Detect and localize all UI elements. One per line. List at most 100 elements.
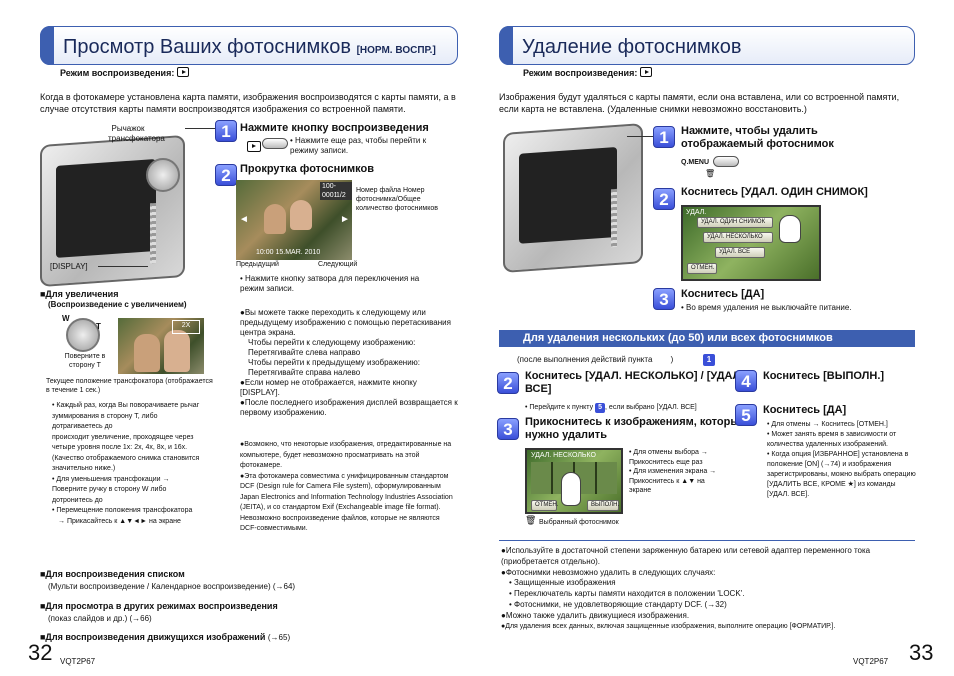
- step-3-note: • Во время удаления не выключайте питани…: [681, 303, 852, 312]
- bottom-note: • Защищенные изображения: [509, 578, 616, 588]
- ms5-note: • Когда опция [ИЗБРАННОЕ] установлена в …: [767, 451, 916, 498]
- menu-delete-multi[interactable]: УДАЛ. НЕСКОЛЬКО: [703, 232, 773, 243]
- left-page-title: Просмотр Ваших фотоснимков [НОРМ. ВОСПР.…: [63, 36, 436, 59]
- zoom-heading: ■Для увеличения: [40, 289, 119, 299]
- bottom-note: ●Для удаления всех данных, включая защищ…: [501, 622, 836, 630]
- playback-button-icon[interactable]: [247, 141, 261, 152]
- turn-label: Поверните в сторону T: [64, 353, 106, 369]
- left-page: Просмотр Ваших фотоснимков [НОРМ. ВОСПР.…: [28, 25, 458, 666]
- other-text: (показ слайдов и др.) (→66): [48, 614, 152, 623]
- mode-label: Режим воспроизведения:: [60, 68, 175, 78]
- step-link-line: [185, 128, 215, 129]
- zoom-mark-w: W: [62, 314, 70, 323]
- step-ref-badge: 1: [703, 354, 715, 366]
- bottom-note: ●Можно также удалить движущиеся изображе…: [501, 610, 690, 620]
- hand-pointer-icon: [779, 215, 801, 243]
- camera-illustration: [503, 123, 643, 273]
- next-label: Следующий: [318, 261, 358, 268]
- prev-label: Предыдущий: [236, 261, 279, 268]
- playback-button[interactable]: [262, 138, 288, 149]
- photo-date: 10:00 15.MAR. 2010: [256, 249, 321, 256]
- selected-trash-icon: 🗑: [525, 515, 537, 525]
- hand-pointer-icon: [561, 472, 581, 506]
- ms5-note: • Для отмены → Коснитесь [ОТМЕН.]: [767, 421, 888, 428]
- right-mode-line: Режим воспроизведения:: [523, 67, 653, 78]
- step-1-note: • Нажмите еще раз, чтобы перейти к режим…: [290, 136, 427, 155]
- ms3-cancel[interactable]: ОТМЕН.: [531, 500, 558, 511]
- step-1-badge: 1: [215, 120, 237, 142]
- scroll-note: ●После последнего изображения дисплей во…: [240, 398, 458, 417]
- ms2-ref-badge: 5: [595, 403, 606, 413]
- step-2-title: Прокрутка фотоснимков: [240, 163, 374, 175]
- zoom-note: • Каждый раз, когда Вы поворачиваете рыч…: [52, 402, 200, 430]
- compat-note: ●Возможно, что некоторые изображения, от…: [240, 441, 452, 469]
- camera-screen: [519, 146, 617, 244]
- movie-ref: (→65): [267, 633, 291, 642]
- header-tab: [498, 25, 513, 65]
- model-code: VQT2P67: [60, 657, 96, 666]
- prev-arrow-icon[interactable]: ◄: [239, 214, 249, 225]
- multi-delete-bar: Для удаления нескольких (до 50) или всех…: [499, 330, 915, 347]
- ms3-note: • Для изменения экрана → Прикоснитесь к …: [629, 468, 717, 494]
- step-3-title: Коснитесь [ДА]: [681, 288, 765, 300]
- play-icon: [177, 67, 190, 77]
- movie-line: ■Для воспроизведения движущихся изображе…: [40, 632, 290, 644]
- list-heading: ■Для воспроизведения списком: [40, 569, 185, 579]
- shutter-note: • Нажмите кнопку затвора для переключени…: [240, 274, 420, 293]
- scroll-note: Чтобы перейти к предыдущему изображению:…: [248, 358, 420, 377]
- zoom-dial-icon[interactable]: [66, 318, 100, 352]
- scroll-note: ●Вы можете также переходить к следующему…: [240, 308, 451, 337]
- after-step-text: (после выполнения действий пункта 1 ): [517, 354, 715, 366]
- title-tag: [НОРМ. ВОСПР.]: [356, 45, 436, 56]
- step-1-badge: 1: [653, 126, 675, 148]
- step-2-title: Коснитесь [УДАЛ. ОДИН СНИМОК]: [681, 186, 868, 198]
- ms-step-4-badge: 4: [735, 370, 757, 392]
- zoom-note: происходит увеличение, проходящее через …: [52, 433, 200, 473]
- other-heading: ■Для просмотра в других режимах воспроиз…: [40, 601, 278, 611]
- zoom-sub: (Воспроизведение с увеличением): [48, 300, 187, 309]
- screen-header: УДАЛ.: [686, 209, 707, 216]
- movie-heading: ■Для воспроизведения движущихся изображе…: [40, 632, 266, 642]
- menu-delete-all[interactable]: УДАЛ. ВСЕ: [715, 247, 765, 258]
- page-number: 33: [909, 640, 934, 665]
- next-arrow-icon[interactable]: ►: [340, 214, 350, 225]
- trash-icon: 🗑: [705, 169, 716, 178]
- scroll-note: Чтобы перейти к следующему изображению: …: [248, 338, 416, 357]
- ms3-exec[interactable]: ВЫПОЛН.: [587, 500, 619, 511]
- zoom-lever-label: Рычажок трансфокатора: [108, 124, 165, 143]
- ms2-note-end: , если выбрано [УДАЛ. ВСЕ]: [605, 404, 697, 411]
- bottom-note: • Переключатель карты памяти находится в…: [509, 589, 745, 599]
- camera-grip: [150, 202, 156, 264]
- file-number-value: 100-0001: [320, 182, 352, 200]
- compat-notes: ●Возможно, что некоторые изображения, от…: [240, 440, 458, 535]
- qmenu-label: Q.MENU: [681, 159, 709, 166]
- ms-step-2-badge: 2: [497, 372, 519, 394]
- step-link-line: [627, 136, 653, 137]
- right-title-header: Удаление фотоснимков: [498, 25, 915, 65]
- ms-step-3-title: Прикоснитесь к изображениям, которые нуж…: [525, 416, 746, 441]
- after-step-label: (после выполнения действий пункта: [517, 355, 653, 364]
- zoom-note: • Для уменьшения трансфокации → Повернит…: [52, 475, 170, 504]
- menu-cancel[interactable]: ОТМЕН.: [687, 263, 717, 274]
- delete-menu-screen: УДАЛ. УДАЛ. ОДИН СНИМОК УДАЛ. НЕСКОЛЬКО …: [681, 205, 821, 281]
- qmenu-button[interactable]: [713, 156, 739, 167]
- right-intro: Изображения будут удаляться с карты памя…: [499, 92, 900, 114]
- step-3-badge: 3: [653, 288, 675, 310]
- bottom-note: • Фотоснимки, не удовлетворяющие стандар…: [509, 599, 727, 609]
- ms3-notes: • Для отмены выбора → Прикоснитесь еще р…: [629, 448, 725, 496]
- step-1-title: Нажмите кнопку воспроизведения: [240, 122, 429, 134]
- compat-note: ●Эта фотокамера совместима с унифицирова…: [240, 472, 453, 533]
- ms-step-5-title: Коснитесь [ДА]: [763, 404, 847, 416]
- ms-step-5-badge: 5: [735, 404, 757, 426]
- menu-delete-single[interactable]: УДАЛ. ОДИН СНИМОК: [697, 217, 773, 228]
- selected-label: Выбранный фотоснимок: [539, 519, 619, 526]
- left-mode-line: Режим воспроизведения:: [60, 67, 190, 78]
- zoom-mark-t: T: [96, 322, 101, 331]
- zoom-lever-icon[interactable]: [146, 158, 180, 192]
- step-1-title: Нажмите, чтобы удалить отображаемый фото…: [681, 125, 834, 150]
- current-position-label: Текущее положение трансфокатора (отображ…: [46, 378, 213, 394]
- star-icon: ★: [847, 481, 854, 488]
- step-2-badge: 2: [653, 188, 675, 210]
- list-text: (Мульти воспроизведение / Календарное во…: [48, 582, 296, 591]
- play-icon: [640, 67, 653, 77]
